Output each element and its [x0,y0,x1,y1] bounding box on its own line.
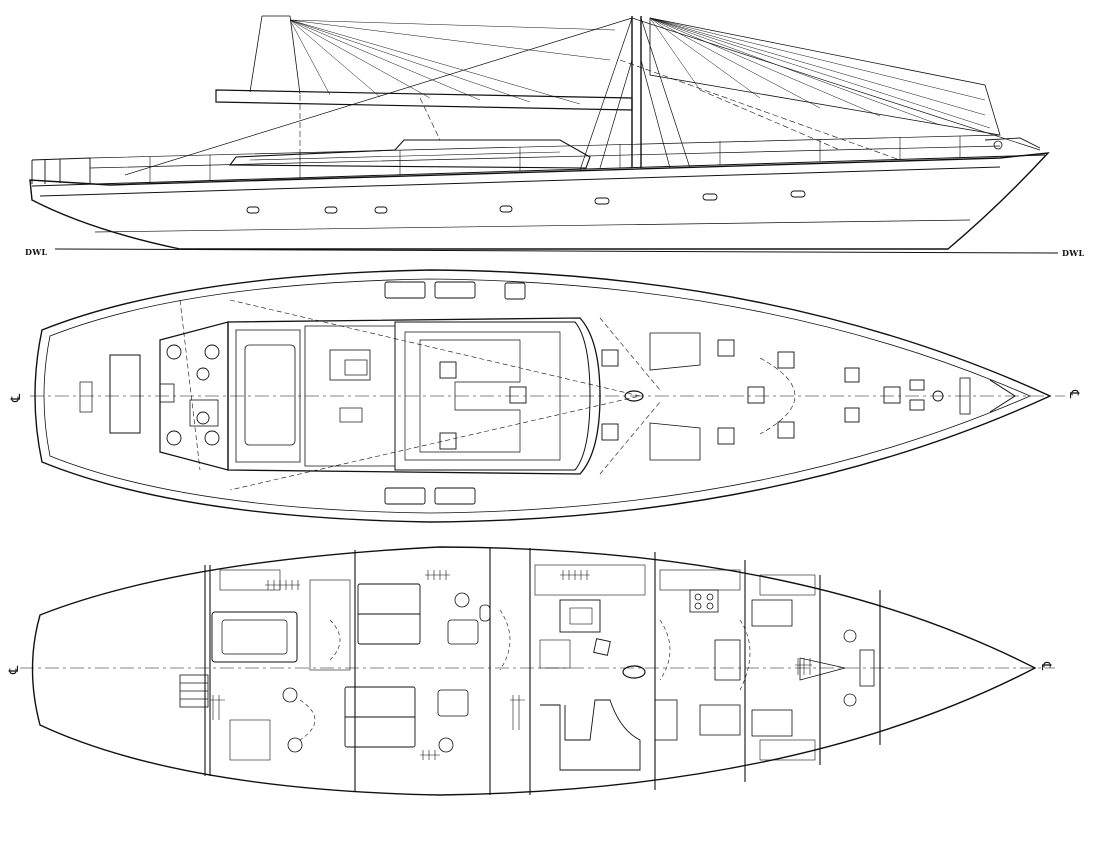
portholes [246,190,806,214]
foresail [649,17,1001,136]
rigging [124,17,1041,176]
aft-steps [179,674,209,708]
interior-plan-view: ℄ ℄ [7,546,1055,796]
sheer-line [31,154,1046,187]
waterline-label-left: DWL [25,247,48,257]
winches [166,344,944,446]
rubrail [39,166,1001,197]
deck-plan-view: ℄ ℄ [9,269,1081,523]
bow-pulpit-plan [989,379,1016,413]
deck-hull-outline [34,269,1052,523]
mainsail [249,15,301,95]
guest-berths [344,583,421,748]
profile-view: DWL DWL [25,15,1085,258]
mast-step-deck [624,390,644,402]
boom [215,89,633,111]
galley [654,589,741,741]
forward-cabins [751,599,875,737]
waterline-label-right: DWL [1062,248,1085,258]
bulkheads [204,548,881,795]
deck-hatches [384,281,925,505]
foresail-battens [649,17,991,129]
furniture-outlines [219,564,816,761]
boot-top [94,219,971,233]
heads [282,592,491,753]
hanging-lockers [210,570,812,760]
dashed-rigging [299,59,901,161]
interior-hull-outline [31,546,1037,796]
deckhouse [228,139,591,169]
deck-dashed-lines [179,299,796,491]
saloon [540,599,646,771]
lifelines [89,134,1001,169]
mast [631,16,642,168]
transom-hatch [109,354,141,434]
aft-cabin-berth [211,611,298,663]
interior-centerline-symbol-left: ℄ [7,665,22,675]
mainsail-battens [289,19,616,105]
bow-pulpit [984,137,1041,149]
interior-centerline-symbol-right: ℄ [1038,661,1053,671]
deck-centerline-symbol-left: ℄ [9,393,24,403]
deck-centerline-symbol-right: ℄ [1066,389,1081,399]
deckhouse-roof [227,317,601,475]
hull-profile [29,152,1050,250]
deck-toerail [43,278,1031,514]
door-swings [299,609,751,741]
